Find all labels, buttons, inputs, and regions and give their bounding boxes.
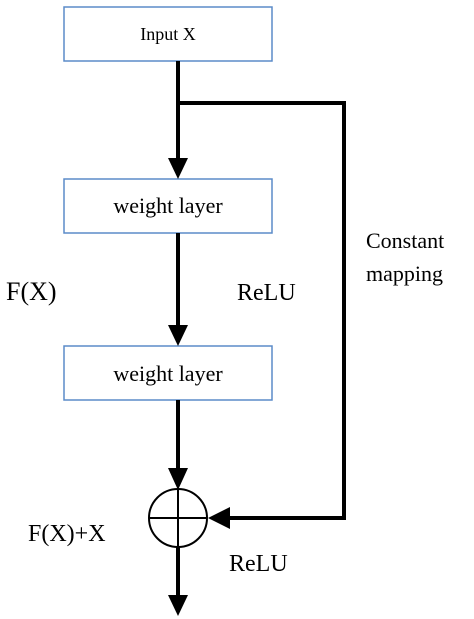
weight-layer-2-box: [63, 345, 273, 401]
shortcut-label-line-1: Constant: [366, 228, 444, 253]
relu-middle-label: ReLU: [237, 280, 296, 306]
arrowhead-shortcut: [208, 507, 230, 529]
arrowhead-weight-2: [168, 325, 188, 346]
sum-label: F(X)+X: [28, 521, 106, 547]
weight-layer-1-label: weight layer: [113, 193, 223, 218]
shortcut-path: [178, 101, 346, 520]
relu-output-label: ReLU: [229, 551, 288, 577]
weight-layer-2-node: weight layer: [63, 345, 273, 401]
arrowhead-weight-1: [168, 158, 188, 179]
residual-function-label: F(X): [6, 277, 57, 306]
input-node: Input X: [63, 6, 273, 62]
shortcut-label-line-2: mapping: [366, 261, 443, 286]
arrowhead-sum-top: [168, 468, 188, 490]
plus-in-circle-icon: [148, 488, 208, 548]
weight-layer-1-node: weight layer: [63, 178, 273, 234]
input-box: [63, 6, 273, 62]
arrowhead-output: [168, 595, 188, 616]
weight-layer-2-label: weight layer: [113, 361, 223, 386]
input-label: Input X: [140, 24, 196, 44]
weight-layer-1-box: [63, 178, 273, 234]
